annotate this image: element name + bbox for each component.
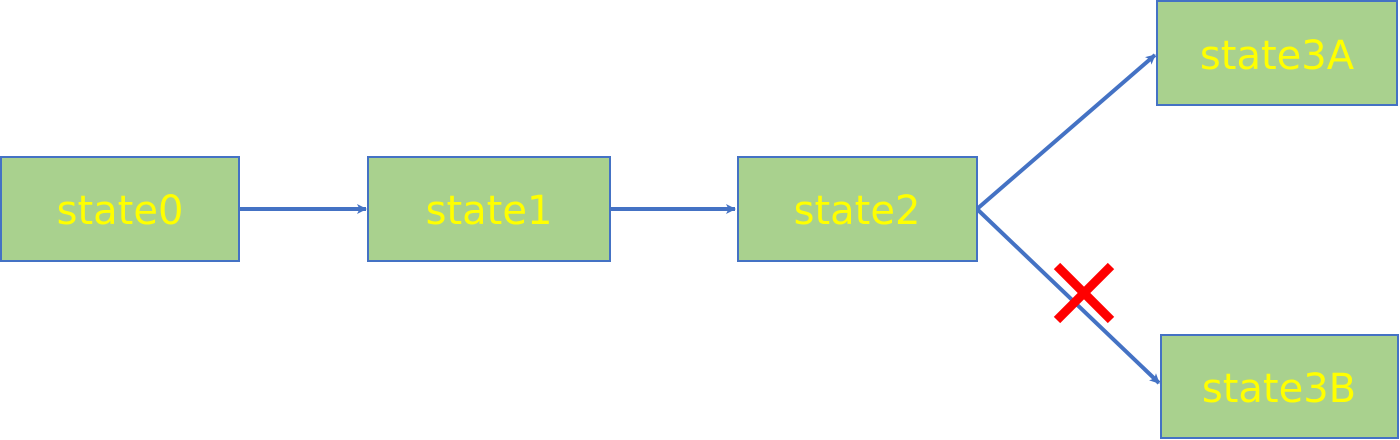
node-state2-label: state2 xyxy=(794,188,921,234)
node-state2: state2 xyxy=(737,156,978,262)
node-state0: state0 xyxy=(0,156,240,262)
node-state1-label: state1 xyxy=(426,188,553,234)
node-state1: state1 xyxy=(367,156,611,262)
node-state3B: state3B xyxy=(1160,334,1399,439)
node-state3B-label: state3B xyxy=(1202,366,1356,412)
node-state3A-label: state3A xyxy=(1200,33,1355,79)
blocked-transition-x-icon xyxy=(1053,262,1115,324)
node-state0-label: state0 xyxy=(57,188,184,234)
edges xyxy=(240,53,1161,385)
edge-state2-state3A xyxy=(975,53,1157,211)
node-state3A: state3A xyxy=(1156,0,1398,106)
edge-state2-state3B xyxy=(975,207,1161,385)
